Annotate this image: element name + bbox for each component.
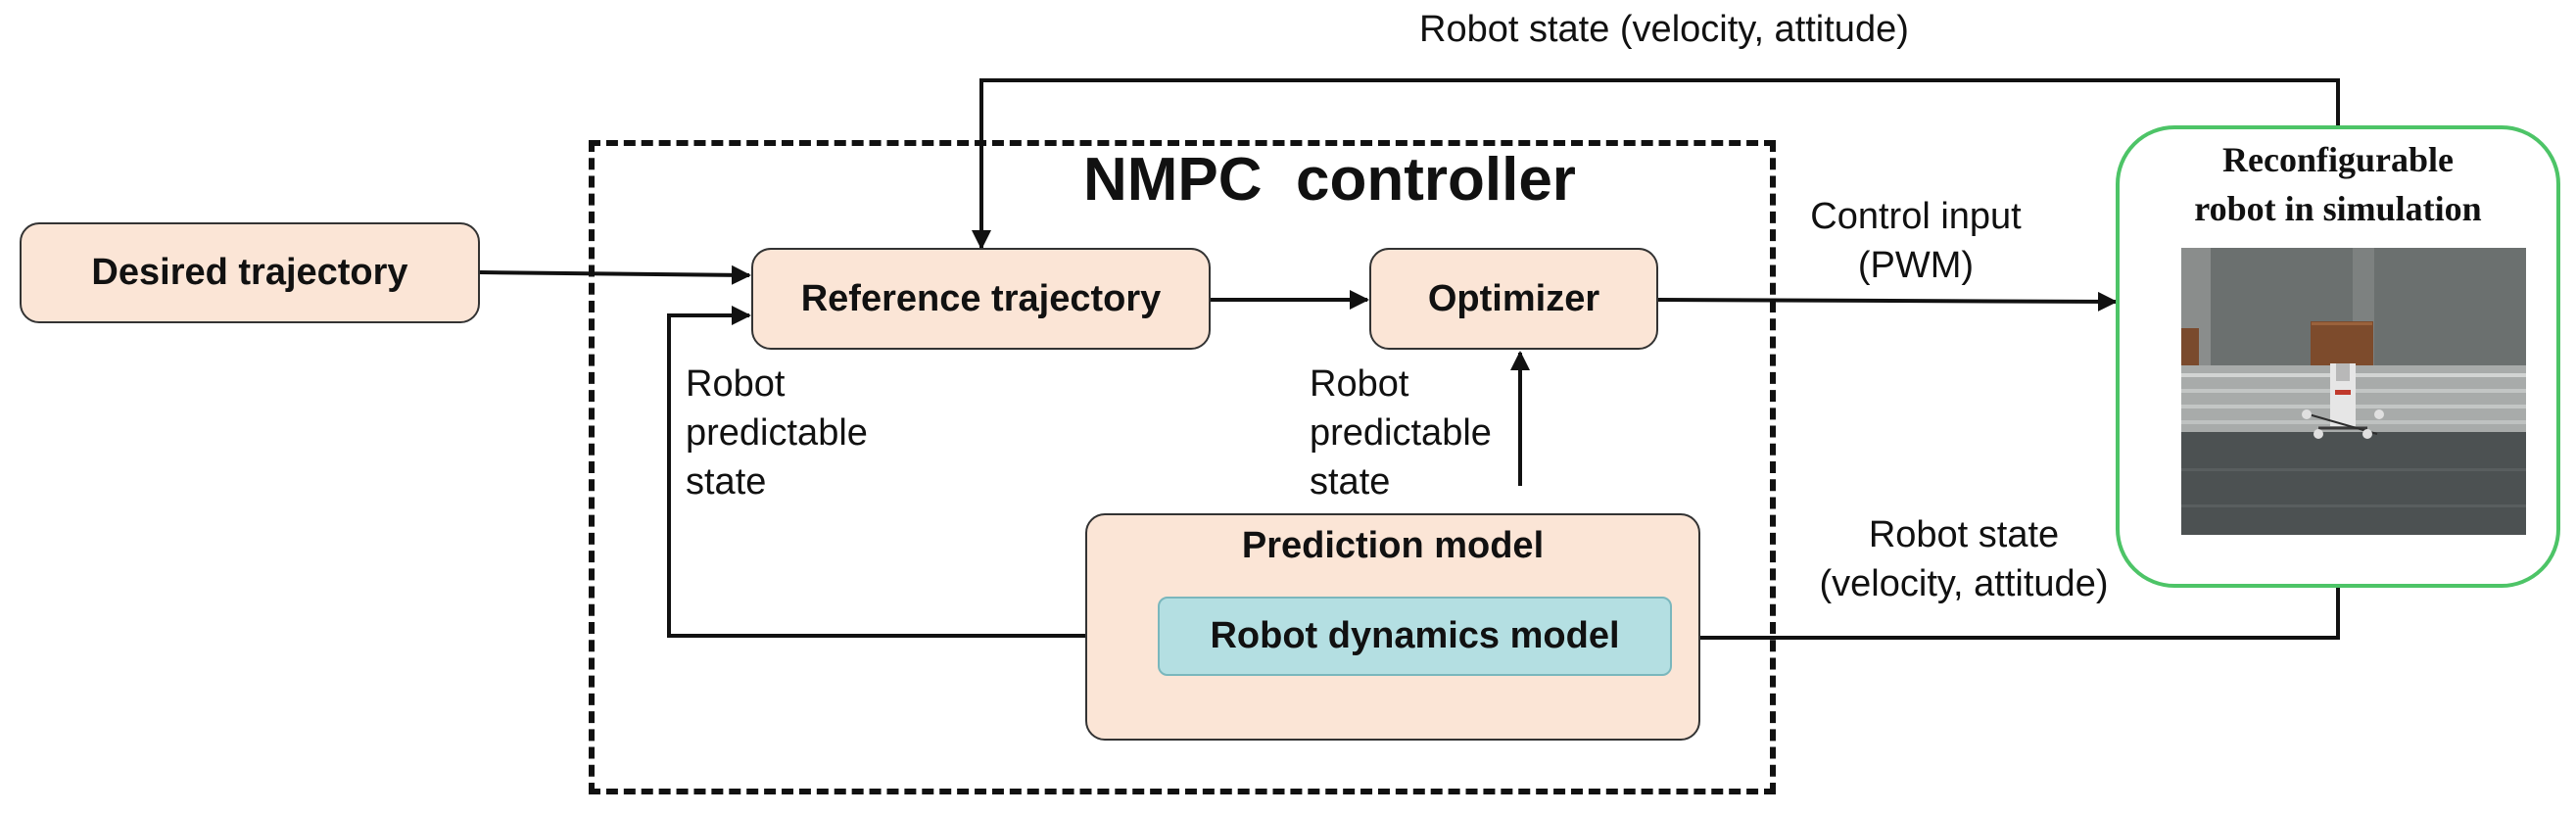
predictable-left-line1: Robot <box>686 363 786 405</box>
control-input-line1: Control input <box>1810 196 2022 237</box>
robot-state-label: Robot state (velocity, attitude) <box>1792 510 2135 608</box>
desired-trajectory-block: Desired trajectory <box>20 222 480 323</box>
top-feedback-label: Robot state (velocity, attitude) <box>1419 9 1909 50</box>
arrow-top-feedback <box>972 78 2340 250</box>
simulation-image <box>2181 248 2526 535</box>
control-input-label: Control input (PWM) <box>1798 192 2033 290</box>
nmpc-controller-boundary <box>589 140 1776 794</box>
robot-predictable-state-mid: Robot predictable state <box>1310 360 1492 506</box>
robot-state-line2: (velocity, attitude) <box>1819 563 2109 604</box>
predictable-left-line2: predictable <box>686 412 868 454</box>
arrow-optimizer-to-simulation <box>1657 291 2118 312</box>
optimizer-block: Optimizer <box>1369 248 1658 350</box>
arrow-desired-to-reference <box>479 264 751 285</box>
simulation-title-line2: robot in simulation <box>2194 189 2482 228</box>
prediction-model-title: Prediction model <box>1241 525 1545 566</box>
predictable-left-line3: state <box>686 461 767 503</box>
simulation-title: Reconfigurable robot in simulation <box>2125 135 2551 233</box>
predictable-mid-line1: Robot <box>1310 363 1409 405</box>
robot-predictable-state-left: Robot predictable state <box>686 360 868 506</box>
predictable-mid-line2: predictable <box>1310 412 1492 454</box>
reference-trajectory-block: Reference trajectory <box>751 248 1211 350</box>
arrow-dynamics-to-reference <box>667 306 1158 638</box>
predictable-mid-line3: state <box>1310 461 1391 503</box>
robot-state-line1: Robot state <box>1868 514 2060 555</box>
robot-dynamics-model-block: Robot dynamics model <box>1158 597 1672 676</box>
arrow-bottom-feedback <box>1670 588 2340 648</box>
controller-title: NMPC controller <box>1083 146 1576 214</box>
simulation-title-line1: Reconfigurable <box>2222 140 2454 179</box>
control-input-line2: (PWM) <box>1857 245 1975 286</box>
